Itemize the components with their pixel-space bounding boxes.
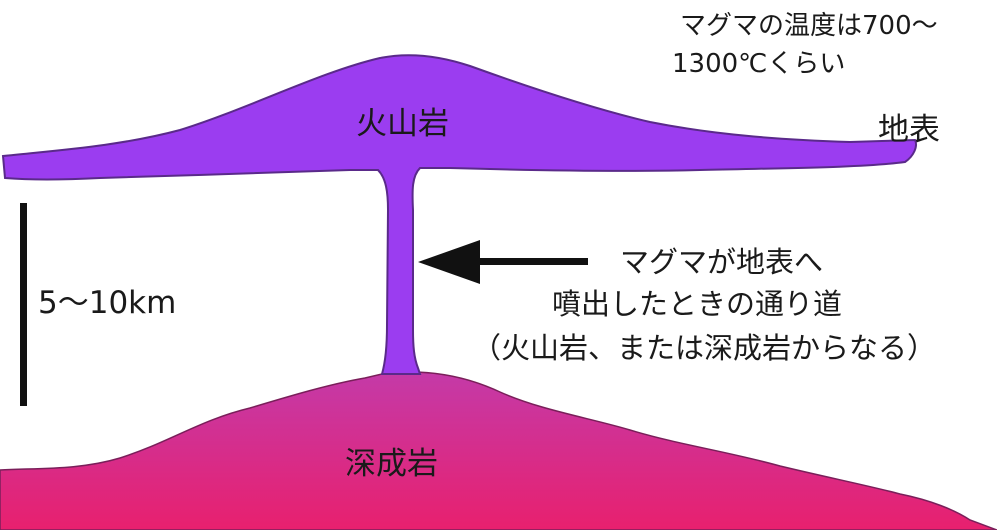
depth-scale-bar: [20, 203, 27, 406]
volcanic-rock-body: [1, 54, 917, 375]
conduit-arrow: [418, 240, 588, 284]
ground-surface-label: 地表: [878, 112, 940, 148]
plutonic-rock-body: [0, 371, 997, 530]
conduit-annotation-line1: マグマが地表へ: [620, 245, 823, 279]
depth-scale-label: 5～10km: [38, 285, 176, 321]
volcanic-rock-label: 火山岩: [356, 106, 449, 142]
temperature-note-line1: マグマの温度は700～: [680, 11, 938, 41]
temperature-note-line2: 1300℃くらい: [672, 49, 845, 79]
plutonic-rock-label: 深成岩: [345, 446, 438, 482]
conduit-annotation-line2: 噴出したときの通り道: [552, 287, 842, 321]
conduit-annotation-line3: （火山岩、または深成岩からなる）: [472, 331, 936, 365]
